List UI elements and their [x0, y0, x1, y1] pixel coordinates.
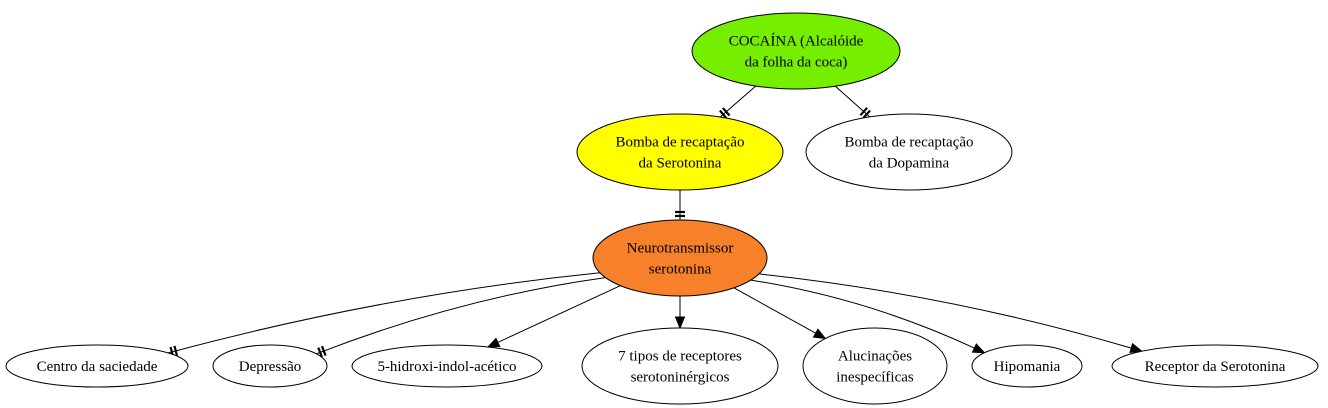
node-label: 7 tipos de receptores: [618, 349, 742, 365]
inhibit-bar: [859, 107, 868, 117]
node-alucinacoes: Alucinações inespecíficas: [802, 327, 948, 405]
node-label: Bomba de recaptação: [844, 135, 973, 151]
node-ellipse: [212, 344, 328, 388]
node-label: da Serotonina: [639, 156, 722, 172]
arrow-head: [1129, 342, 1144, 353]
edge-cocaina-to-bomba_dopamina: [835, 85, 871, 119]
node-hipomania: Hipomania: [971, 344, 1083, 388]
node-ellipse: [581, 327, 779, 405]
node-cocaina: COCAÍNA (Alcalóide da folha da coca): [691, 12, 901, 90]
node-ellipse: [1111, 344, 1319, 388]
node-label: da Dopamina: [869, 156, 950, 172]
inhibit-bar: [862, 109, 871, 119]
node-label: serotoninérgicos: [631, 370, 730, 386]
node-label: 5-hidroxi-indol-acético: [377, 359, 516, 375]
node-label: Centro da saciedade: [37, 359, 158, 375]
edge-cocaina-to-bomba_serotonina: [719, 85, 757, 119]
node-label: Alucinações: [838, 349, 912, 365]
edge-neuro-to-depressao: [316, 277, 606, 358]
edge-line: [167, 272, 600, 354]
node-neuro: Neurotransmissor serotonina: [592, 219, 768, 297]
node-ellipse: [805, 113, 1013, 191]
arrow-head: [971, 343, 986, 354]
node-hidroxi: 5-hidroxi-indol-acético: [351, 344, 543, 388]
arrow-head: [812, 328, 827, 340]
edge-line: [758, 273, 1132, 349]
inhibit-bar: [722, 107, 731, 117]
edge-line: [733, 287, 816, 334]
edge-neuro-to-hipomania: [750, 279, 986, 354]
node-label: serotonina: [649, 262, 712, 278]
edge-neuro-to-alucinacoes: [733, 287, 827, 340]
inhibit-bar: [320, 345, 327, 356]
inhibit-bar: [719, 109, 728, 119]
inhibit-bar: [317, 347, 323, 358]
node-label: inespecíficas: [836, 370, 914, 386]
edge-line: [316, 277, 606, 355]
node-ellipse: [592, 219, 768, 297]
node-label: Bomba de recaptação: [615, 135, 744, 151]
nodes-layer: COCAÍNA (Alcalóide da folha da coca) Bomba…: [5, 12, 1319, 405]
node-label: Hipomania: [994, 359, 1061, 375]
node-ellipse: [691, 12, 901, 90]
node-depressao: Depressão: [212, 344, 328, 388]
node-label: Neurotransmissor: [627, 241, 734, 257]
node-label: COCAÍNA (Alcalóide: [729, 33, 864, 50]
node-ellipse: [971, 344, 1083, 388]
edge-bomba_serotonina-to-neuro: [675, 190, 685, 220]
arrow-head: [486, 337, 501, 348]
node-label: Depressão: [239, 359, 301, 375]
edge-neuro-to-saciedade: [167, 272, 600, 357]
arrow-head: [674, 316, 686, 330]
edge-line: [497, 285, 621, 343]
node-ellipse: [351, 344, 543, 388]
node-bomba_serotonina: Bomba de recaptação da Serotonina: [576, 113, 784, 191]
edge-neuro-to-hidroxi: [486, 285, 621, 348]
node-ellipse: [576, 113, 784, 191]
edges-layer: [167, 85, 1144, 358]
inhibit-bar: [173, 345, 179, 356]
node-ellipse: [5, 344, 189, 388]
node-label: da folha da coca): [745, 55, 848, 71]
edge-neuro-to-receptores: [674, 296, 686, 330]
edge-line: [750, 279, 975, 349]
node-ellipse: [802, 327, 948, 405]
node-receptor_sero: Receptor da Serotonina: [1111, 344, 1319, 388]
node-label: Receptor da Serotonina: [1145, 359, 1286, 375]
node-saciedade: Centro da saciedade: [5, 344, 189, 388]
edge-neuro-to-receptor_sero: [758, 273, 1144, 353]
node-bomba_dopamina: Bomba de recaptação da Dopamina: [805, 113, 1013, 191]
node-receptores: 7 tipos de receptores serotoninérgicos: [581, 327, 779, 405]
